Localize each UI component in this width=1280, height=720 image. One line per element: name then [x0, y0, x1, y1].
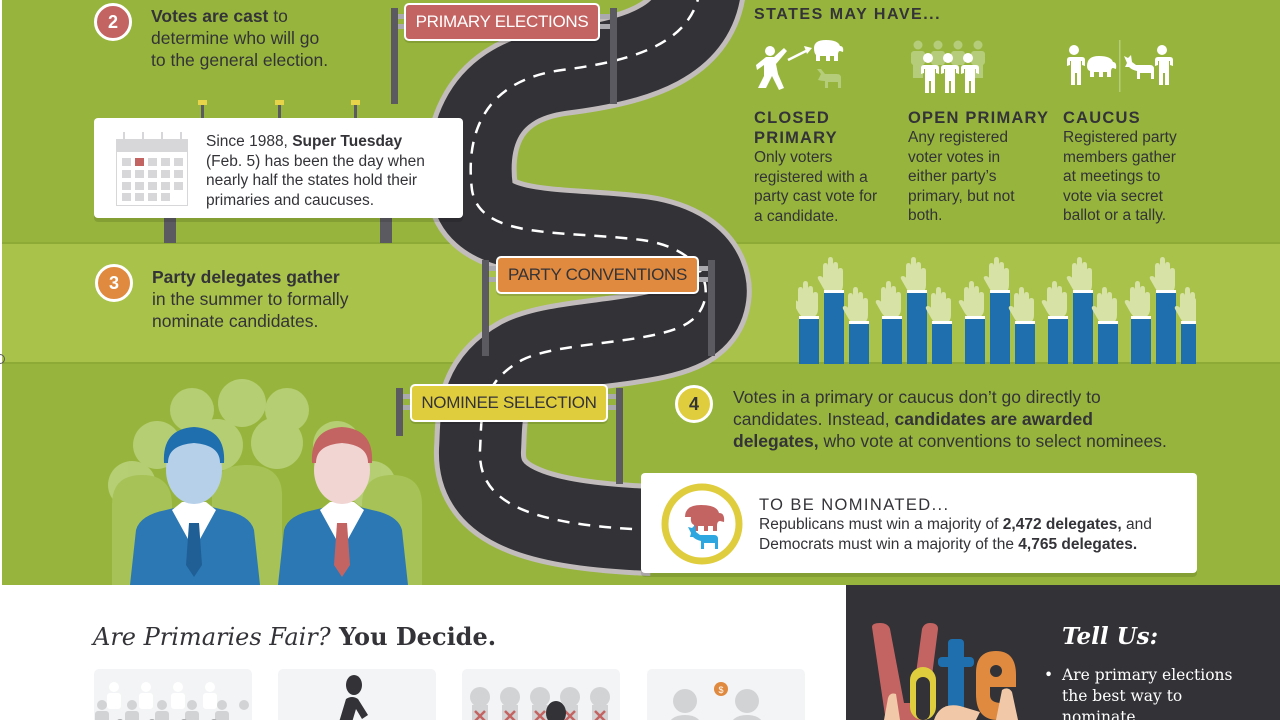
sign-post [396, 388, 403, 436]
candidates-illustration [108, 379, 422, 585]
delegates-raised-hands-icon [796, 257, 1196, 364]
step-4-text: Votes in a primary or caucus don’t go di… [733, 386, 1167, 452]
sign-party-conventions: PARTY CONVENTIONS [496, 256, 699, 294]
super-tuesday-line2: (Feb. 5) has been the day when [206, 152, 425, 170]
super-tuesday-text: Since 1988, Super Tuesday (Feb. 5) has b… [206, 132, 425, 210]
step-4: 4 Votes in a primary or caucus don’t go … [675, 385, 1167, 452]
step-3-bold: Party delegates gather [152, 267, 340, 287]
fairness-tile-walker[interactable] [278, 669, 436, 720]
step-4-line2: candidates. Instead, [733, 409, 895, 429]
fairness-tile-money[interactable]: $ [647, 669, 805, 720]
step-2-line2: determine who will go [151, 28, 320, 48]
title-bold: You Decide. [330, 622, 497, 651]
open-primary-icon [911, 40, 985, 93]
step-2: 2 Votes are cast to determine who will g… [94, 3, 328, 71]
nomination-line1-end: and [1121, 516, 1152, 533]
closed-primary-desc: Only voters registered with a party cast… [754, 149, 878, 225]
closed-primary-icon [756, 40, 844, 90]
open-primary-desc: Any registered voter votes in either par… [908, 129, 1015, 224]
caucus-desc: Registered party members gather at meeti… [1063, 129, 1177, 224]
step-4-bold2: delegates, [733, 431, 819, 451]
person-walking-icon [339, 675, 368, 720]
step-number-badge: 2 [94, 3, 132, 41]
nomination-title: TO BE NOMINATED... [759, 496, 950, 514]
calendar-icon [116, 132, 188, 206]
sign-post [610, 8, 617, 104]
sign-post [391, 8, 398, 104]
republican-delegates: 2,472 delegates, [1002, 516, 1122, 533]
step-number-badge: 4 [675, 385, 713, 423]
fairness-tile-excluded[interactable] [462, 669, 620, 720]
super-tuesday-card: Since 1988, Super Tuesday (Feb. 5) has b… [94, 118, 463, 218]
step-2-text: Votes are cast to determine who will go … [151, 5, 328, 71]
title-italic: Are Primaries Fair? [93, 623, 331, 651]
states-title: STATES MAY HAVE... [754, 6, 942, 23]
nomination-card: TO BE NOMINATED... Republicans must win … [641, 473, 1197, 573]
sign-post [616, 388, 623, 484]
fairness-tile-crowd[interactable] [94, 669, 252, 720]
step-2-line3: to the general election. [151, 50, 329, 70]
tell-us-question: Are primary elections the best way to no… [1044, 665, 1244, 720]
party-mascots-icon [661, 483, 743, 565]
tell-us-panel: Tell Us: Are primary elections the best … [846, 585, 1280, 720]
step-4-bold: candidates are awarded [894, 409, 1093, 429]
tell-us-questions: Are primary elections the best way to no… [1044, 665, 1244, 720]
tell-us-title: Tell Us: [1062, 623, 1159, 650]
sign-post [482, 260, 489, 356]
step-3-text: Party delegates gather in the summer to … [152, 266, 348, 332]
step-4-line1: Votes in a primary or caucus don’t go di… [733, 387, 1101, 407]
nomination-line1: Republicans must win a majority of [759, 516, 1003, 533]
super-tuesday-line4: primaries and caucuses. [206, 191, 374, 209]
super-tuesday-line1: Since 1988, [206, 133, 293, 150]
step-number-badge: 3 [95, 264, 133, 302]
infographic-stage: PRIMARY ELECTIONS PARTY CONVENTIONS NOMI… [2, 0, 1280, 585]
step-3: 3 Party delegates gather in the summer t… [95, 264, 348, 332]
step-2-bold: Votes are cast [151, 6, 269, 26]
crowd-icon [95, 682, 249, 720]
super-tuesday-bold: Super Tuesday [292, 133, 403, 150]
excluded-voters-icon [470, 687, 610, 720]
step-2-line1: to [268, 6, 288, 26]
caucus-icon [1066, 40, 1173, 92]
nomination-line2: Democrats must win a majority of the [759, 536, 1019, 553]
step-3-line3: nominate candidates. [152, 311, 319, 331]
svg-text:$: $ [718, 685, 723, 695]
democrat-delegates: 4,765 delegates. [1018, 536, 1138, 553]
step-4-line3: who vote at conventions to select nomine… [818, 431, 1167, 451]
sign-primary-elections: PRIMARY ELECTIONS [404, 3, 600, 41]
sign-post [708, 260, 715, 356]
vote-hands-icon [872, 623, 1018, 720]
nomination-text: TO BE NOMINATED... Republicans must win … [759, 496, 1152, 555]
open-primary-title: OPEN PRIMARY [908, 109, 1050, 127]
caucus-title: CAUCUS [1063, 109, 1141, 127]
step-3-line2: in the summer to formally [152, 289, 349, 309]
you-decide-title: Are Primaries Fair? You Decide. [93, 622, 496, 651]
state-type-open-primary: OPEN PRIMARY Any registered voter votes … [908, 38, 1058, 226]
state-type-caucus: CAUCUS Registered party members gather a… [1063, 38, 1213, 226]
super-tuesday-line3: nearly half the states hold their [206, 172, 418, 189]
money-exchange-icon: $ [670, 682, 762, 720]
sign-nominee-selection: NOMINEE SELECTION [410, 384, 608, 422]
